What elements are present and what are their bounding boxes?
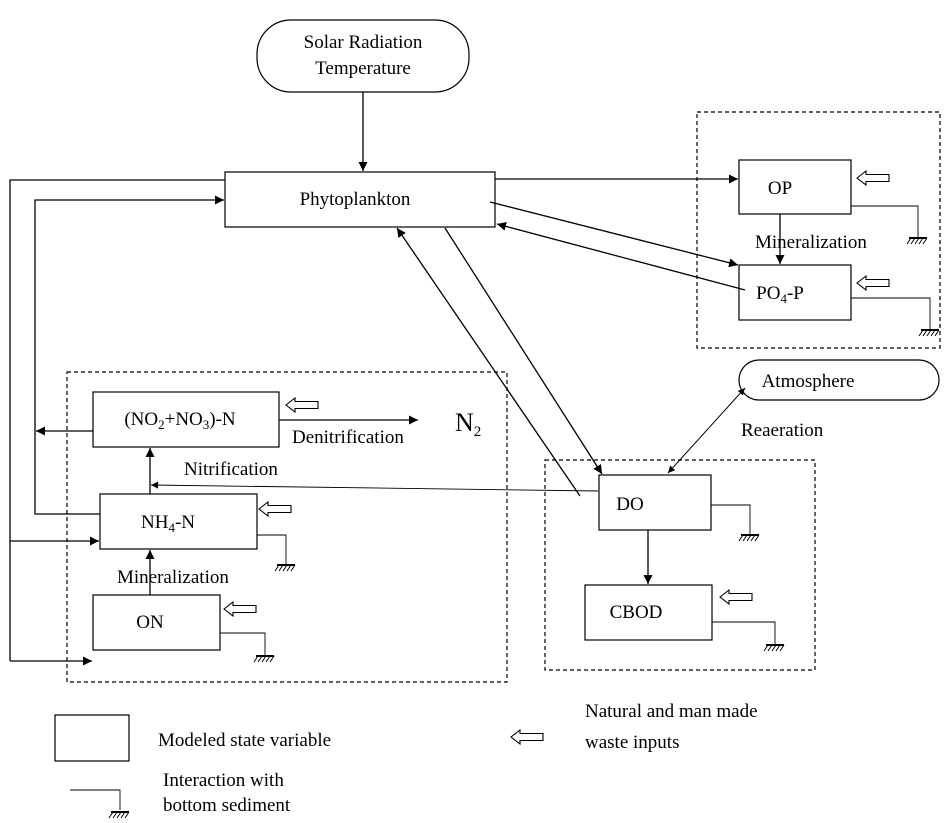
denitrification-label: Denitrification [292, 427, 404, 448]
reaeration-label: Reaeration [741, 420, 824, 441]
po4-p-box [738, 264, 852, 321]
nh4-sediment-line [257, 534, 287, 565]
no23-waste-input-icon [285, 397, 319, 413]
po4-sediment-line [851, 297, 931, 330]
cbod-sediment-icon [763, 644, 785, 652]
op-box [738, 159, 852, 215]
do-atmosphere-arrow [667, 387, 746, 474]
op-label: OP [768, 178, 792, 199]
on-waste-input-icon [223, 601, 257, 617]
phyto-to-do-arrow [444, 227, 603, 475]
op-sediment-icon [906, 237, 928, 245]
phyto-to-po4-arrow [489, 201, 739, 268]
n2-label: N2 [455, 408, 481, 440]
cbod-sediment-line [712, 621, 776, 645]
legend-sediment-line2: bottom sediment [163, 795, 291, 816]
solar-radiation-label: Solar Radiation [304, 32, 423, 53]
legend-waste-inputs-line2: waste inputs [585, 732, 679, 753]
cbod-label: CBOD [610, 602, 663, 623]
do-sediment-icon [738, 534, 760, 542]
legend-waste-inputs-line1: Natural and man made [585, 701, 758, 722]
cbod-waste-input-icon [719, 589, 753, 605]
on-sediment-line [220, 632, 266, 656]
on-box [92, 594, 221, 651]
nh4-waste-input-icon [258, 501, 292, 517]
do-sediment-line [711, 504, 751, 535]
on-label: ON [136, 612, 164, 633]
do-to-nitrification-arrow [150, 481, 599, 492]
legend-sediment-icon [108, 811, 130, 819]
phytoplankton-label: Phytoplankton [300, 189, 411, 210]
no2-no3-n-label: (NO2+NO3)-N [124, 409, 236, 432]
nh4-n-label: NH4-N [141, 512, 195, 535]
do-to-phyto-arrow [396, 227, 581, 497]
nh4-sediment-icon [274, 564, 296, 572]
do-box [598, 474, 712, 531]
mineralization-n-label: Mineralization [117, 567, 229, 588]
solar-radiation-node [256, 19, 470, 93]
legend-waste-input-icon [510, 729, 544, 745]
po4-sediment-icon [918, 329, 940, 337]
legend-sediment-line [70, 789, 121, 810]
phyto-outer-loop [9, 179, 225, 661]
temperature-label: Temperature [315, 58, 411, 79]
atmosphere-node [738, 359, 940, 401]
mineralization-p-label: Mineralization [755, 232, 867, 253]
atmosphere-label: Atmosphere [762, 371, 855, 392]
legend-state-variable-label: Modeled state variable [158, 730, 331, 751]
nitrogen-group-box [66, 371, 508, 683]
nh4-n-box [99, 493, 258, 550]
no2-no3-n-box [92, 391, 280, 448]
phosphorus-group-box [696, 111, 941, 349]
legend-state-variable-box [54, 714, 130, 762]
phyto-inner-loop [34, 195, 224, 515]
phytoplankton-box [224, 171, 496, 228]
po4-waste-input-icon [856, 275, 890, 291]
op-waste-input-icon [856, 170, 890, 186]
on-sediment-icon [253, 655, 275, 663]
po4-to-phyto-arrow [496, 221, 746, 291]
nitrification-label: Nitrification [184, 459, 278, 480]
legend-sediment-line1: Interaction with [163, 770, 284, 791]
do-label: DO [616, 494, 643, 515]
po4-p-label: PO4-P [756, 283, 804, 306]
cbod-box [584, 584, 713, 641]
op-sediment-line [851, 205, 919, 238]
